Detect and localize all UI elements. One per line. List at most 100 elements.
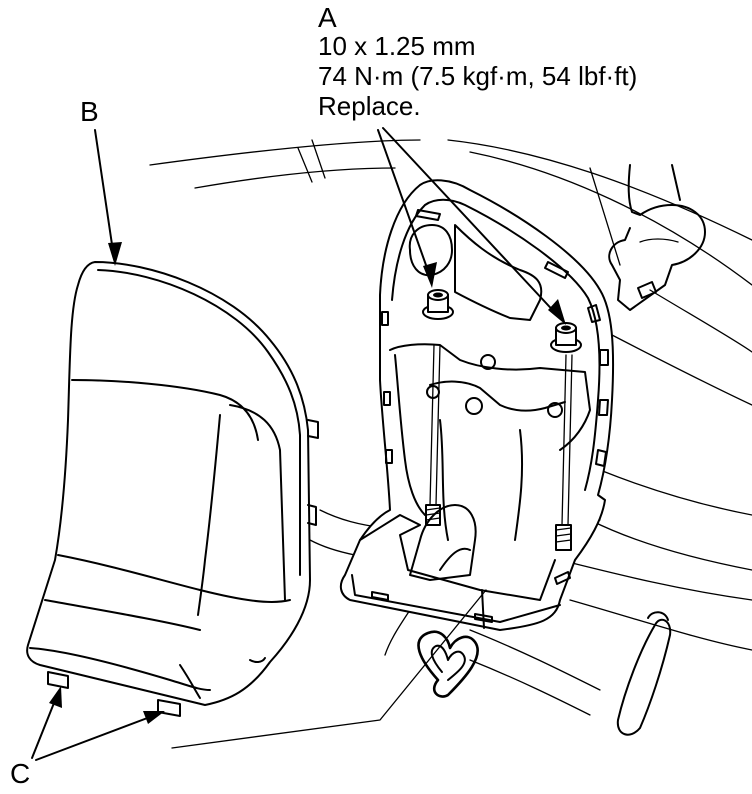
buckle-body <box>608 164 706 311</box>
floor-line-2 <box>194 167 396 189</box>
callout-a-letter: A <box>318 2 337 33</box>
mid-ledge <box>389 343 591 451</box>
arrowhead-c-left <box>49 686 62 708</box>
center-boss <box>480 354 496 370</box>
floor-edge-2 <box>297 147 313 183</box>
floor-edge-1 <box>311 139 326 179</box>
floor-line-13 <box>309 539 356 556</box>
rim-slot-7 <box>381 311 389 326</box>
stud-left-shaft-2 <box>435 344 441 506</box>
floor-line-10 <box>469 629 601 691</box>
arrowhead-a-right <box>548 299 566 325</box>
rim-slot-4 <box>599 349 609 366</box>
stud-right-shaft-1 <box>561 354 567 526</box>
tray-slot-3 <box>554 571 571 585</box>
floor-line-11 <box>469 659 591 716</box>
bracket-outer-shell <box>339 179 615 631</box>
tray-drop <box>481 589 485 629</box>
callout-a-note: Replace. <box>318 91 421 121</box>
rim-slot-6 <box>595 449 607 467</box>
right-channel <box>514 429 524 541</box>
callout-b-letter: B <box>80 96 99 127</box>
floor-line-5 <box>599 469 752 516</box>
floor-line-14 <box>384 609 411 656</box>
buckle-slot <box>637 281 657 299</box>
tunnel-line-1 <box>447 139 752 241</box>
floor-line-9 <box>569 599 752 651</box>
tether-hook <box>417 630 479 698</box>
stud-right-shaft-2 <box>567 354 573 526</box>
cover-crease <box>197 414 221 616</box>
console-bracket <box>339 179 615 631</box>
cover-tab-1 <box>307 419 319 439</box>
cover-top-edge <box>97 269 301 576</box>
cover-lower-contour-2 <box>44 599 201 631</box>
tray-slot-2 <box>474 613 493 623</box>
floor-line-6 <box>589 519 752 571</box>
nut-left <box>422 289 454 320</box>
alignment-line <box>171 589 487 749</box>
arrowhead-c-right <box>143 711 165 724</box>
cover-contour-1 <box>71 379 259 441</box>
tunnel-rib <box>589 167 621 266</box>
hump-ridge <box>439 547 471 571</box>
arrowhead-a-left <box>423 262 437 288</box>
upper-window <box>454 224 543 321</box>
left-wall <box>394 354 426 516</box>
left-channel <box>439 419 449 541</box>
rim-slot-5 <box>598 399 609 416</box>
cover-tab-2 <box>307 504 317 526</box>
nut-right-hole <box>561 325 571 331</box>
cover-clip-r <box>249 657 266 664</box>
floor-line-8 <box>559 559 752 601</box>
tray-slot-1 <box>371 591 389 601</box>
rim-slot-8 <box>383 391 391 406</box>
cover-corner <box>179 664 201 699</box>
stud-left-shaft-1 <box>429 344 435 506</box>
leader-c-right <box>35 713 159 761</box>
floor-line-3 <box>649 289 752 353</box>
rail-bar <box>616 618 672 736</box>
callout-a-torque: 74 N·m (7.5 kgf·m, 54 lbf·ft) <box>318 61 638 91</box>
upper-hole <box>408 224 453 277</box>
buckle-ridge <box>639 238 679 243</box>
rim-slot-2 <box>544 261 569 279</box>
stud-left-thread <box>425 504 441 526</box>
callout-a-size: 10 x 1.25 mm <box>318 31 476 61</box>
stud-right-thread-lines <box>555 527 572 543</box>
hook-inner <box>430 644 466 681</box>
inner-ridge <box>429 380 566 412</box>
cover-lower-contour <box>57 554 291 603</box>
boss-right <box>547 402 563 418</box>
leader-b <box>94 129 115 259</box>
hook-outer <box>417 630 479 698</box>
clip-left <box>47 671 69 689</box>
tray-inner <box>359 514 556 601</box>
cover-outer <box>26 261 311 706</box>
floor-line-1 <box>149 139 421 166</box>
floor-line-4 <box>611 334 752 406</box>
tunnel-line-2 <box>469 151 752 286</box>
rail-bar-top <box>647 611 669 621</box>
buckle-strap <box>671 164 681 201</box>
boss-left <box>465 397 483 415</box>
leader-a-left <box>377 129 433 283</box>
arrowhead-b <box>108 242 122 266</box>
rim-slot-1 <box>415 209 441 221</box>
rim-slot-3 <box>587 304 601 323</box>
nut-left-hole <box>433 292 443 298</box>
leader-lines <box>31 127 566 761</box>
tray-lip <box>351 574 561 623</box>
stud-left-thread-lines <box>425 507 441 521</box>
callout-c-letter: C <box>10 758 31 789</box>
seat-belt-buckle <box>608 164 706 311</box>
rim-slot-9 <box>385 449 393 464</box>
studs <box>425 344 573 551</box>
seat-rail <box>616 611 672 736</box>
cover-contour-2 <box>229 404 286 601</box>
flange-nuts <box>422 289 582 353</box>
cover-bottom-lip <box>29 647 211 691</box>
nut-right <box>550 322 582 353</box>
